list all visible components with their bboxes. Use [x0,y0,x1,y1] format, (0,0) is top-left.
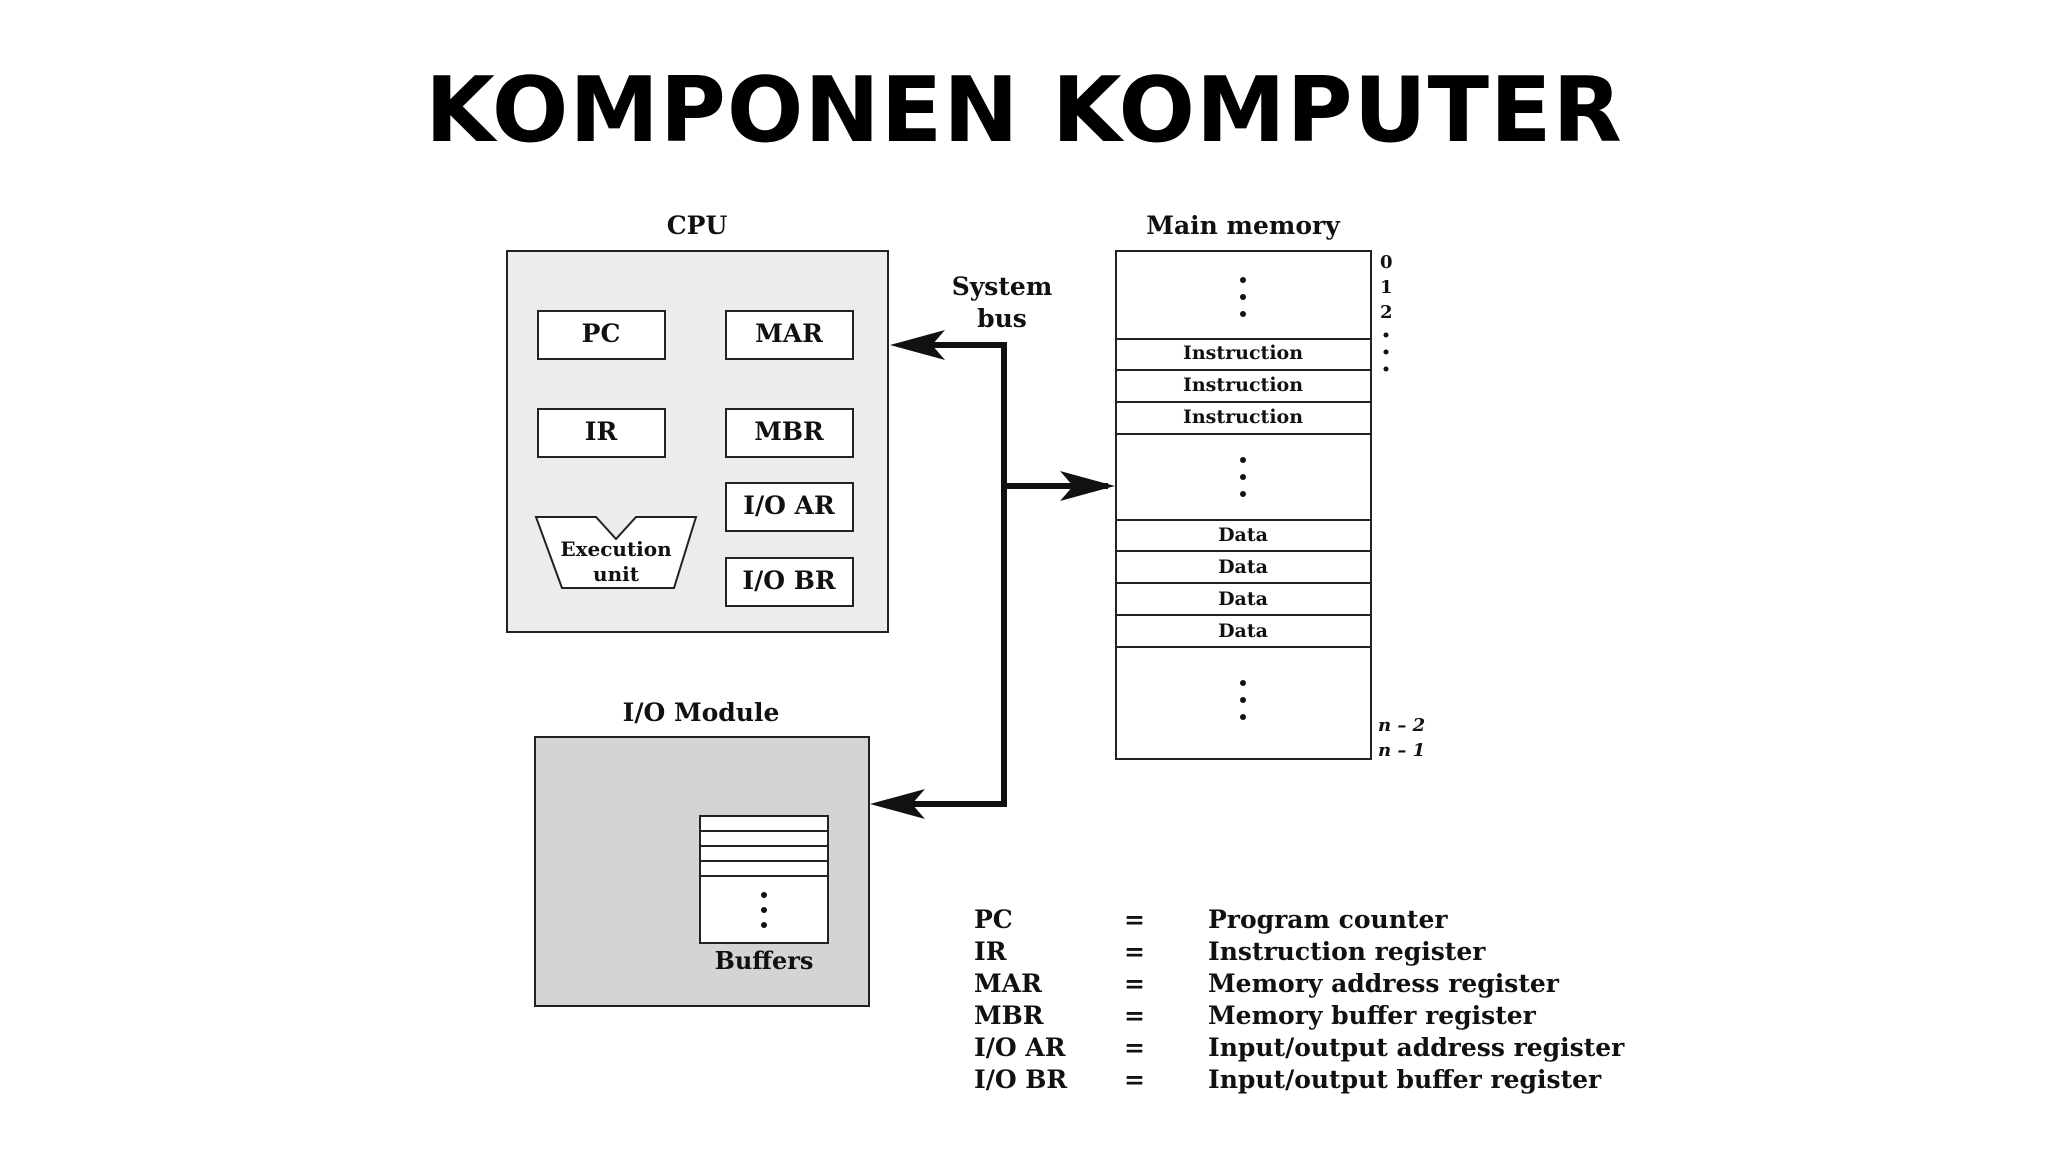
io-buffers [699,815,829,944]
system-bus-label-line1: System [952,272,1053,301]
legend-desc: Memory address register [1208,969,1559,998]
memory-address-ellipsis-icon [1383,332,1389,372]
memory-cell-instruction: Instruction [1183,374,1303,396]
execution-unit-label-line2: unit [593,562,640,586]
legend-desc: Input/output address register [1208,1033,1625,1062]
buffers-ellipsis-icon [761,892,767,928]
legend-abbr: IR [974,937,1007,966]
legend-row: MAR = Memory address register [974,968,1624,1000]
legend-desc: Input/output buffer register [1208,1065,1602,1094]
legend-abbr: MAR [974,969,1042,998]
cpu-label: CPU [667,211,728,240]
legend-row: PC = Program counter [974,904,1624,936]
bus-arrow-io-icon [870,789,925,819]
bus-arrow-cpu-icon [890,330,945,360]
bus-arrow-memory-icon [1060,471,1115,501]
legend-equals: = [1124,1001,1145,1030]
main-memory-label: Main memory [1146,211,1341,240]
legend-row: I/O AR = Input/output address register [974,1032,1624,1064]
register-io-br-label: I/O BR [742,566,835,595]
legend-abbr: PC [974,905,1013,934]
memory-address-1: 1 [1380,277,1393,298]
memory-ellipsis-top-icon [1240,277,1246,317]
legend-abbr: I/O AR [974,1033,1066,1062]
memory-cell-data: Data [1218,556,1268,578]
legend-desc: Memory buffer register [1208,1001,1536,1030]
register-ir [537,408,666,458]
memory-cell-data: Data [1218,588,1268,610]
slide-title: KOMPONEN KOMPUTER [425,58,1623,163]
register-io-ar [725,482,854,532]
legend-equals: = [1124,905,1145,934]
memory-ellipsis-bottom-icon [1240,680,1246,720]
register-mbr-label: MBR [754,417,824,446]
register-pc [537,310,666,360]
memory-ellipsis-middle-icon [1240,457,1246,497]
execution-unit [534,516,698,589]
register-pc-label: PC [582,319,621,348]
register-mbr [725,408,854,458]
memory-address-0: 0 [1380,252,1393,273]
memory-address-n-2: n – 2 [1378,715,1425,736]
register-mar [725,310,854,360]
system-bus-line [904,342,1007,807]
register-io-ar-label: I/O AR [743,491,835,520]
memory-cell-data: Data [1218,620,1268,642]
memory-address-n-1: n – 1 [1378,740,1425,761]
legend-row: IR = Instruction register [974,936,1624,968]
memory-cell-instruction: Instruction [1183,342,1303,364]
memory-cell-data: Data [1218,524,1268,546]
memory-cell-instruction: Instruction [1183,406,1303,428]
legend-abbr: I/O BR [974,1065,1068,1094]
legend-equals: = [1124,1065,1145,1094]
execution-unit-label-line1: Execution [560,537,672,561]
system-bus-label-line2: bus [977,304,1027,333]
register-io-br [725,557,854,607]
legend-equals: = [1124,969,1145,998]
legend-desc: Program counter [1208,905,1448,934]
legend: PC = Program counter IR = Instruction re… [974,904,1624,1096]
memory-address-2: 2 [1380,302,1393,323]
register-ir-label: IR [585,417,618,446]
legend-desc: Instruction register [1208,937,1486,966]
legend-equals: = [1124,1033,1145,1062]
io-module-label: I/O Module [623,698,780,727]
buffers-label: Buffers [715,946,814,975]
legend-abbr: MBR [974,1001,1044,1030]
legend-row: MBR = Memory buffer register [974,1000,1624,1032]
register-mar-label: MAR [755,319,823,348]
legend-row: I/O BR = Input/output buffer register [974,1064,1624,1096]
legend-equals: = [1124,937,1145,966]
main-memory-box [1115,250,1372,760]
